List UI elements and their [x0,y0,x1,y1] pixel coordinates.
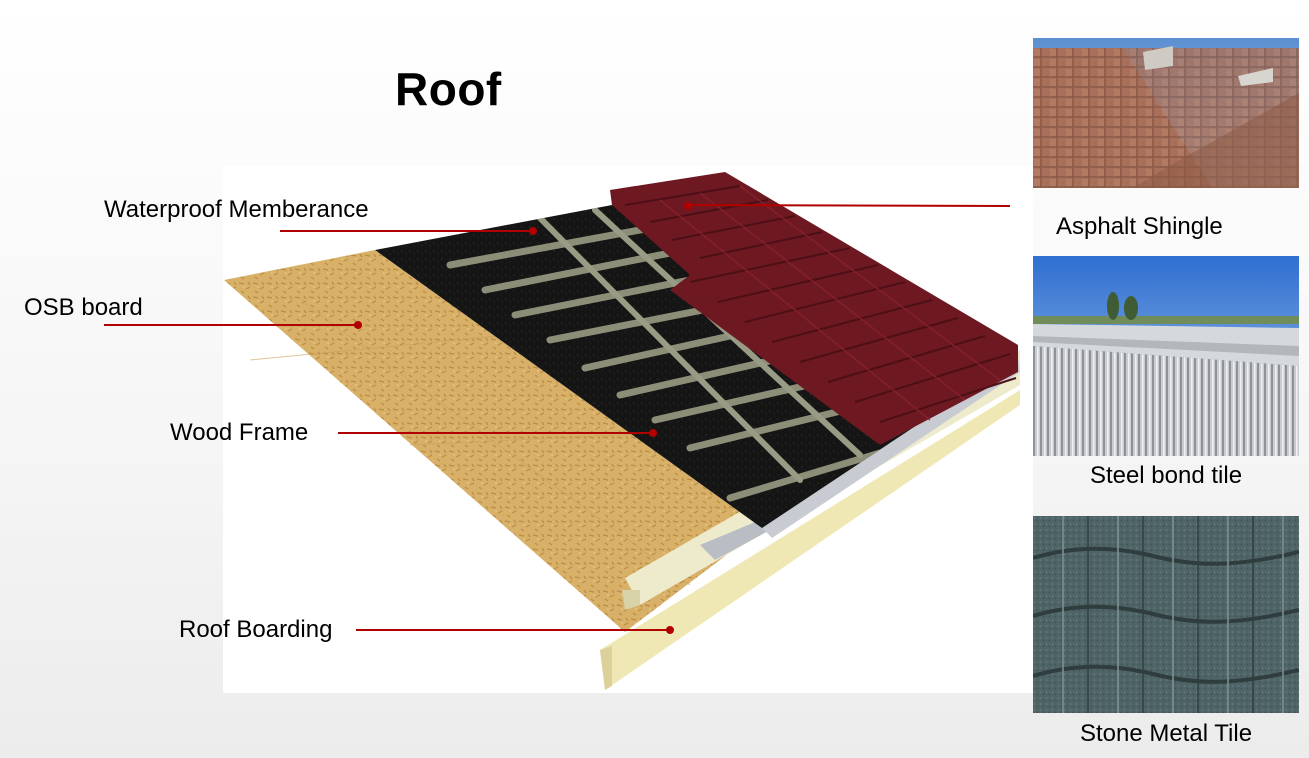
page-title: Roof [395,63,502,115]
asphalt-shingle-roof-photo [1033,38,1299,188]
caption-asphalt-shingle: Asphalt Shingle [1056,213,1223,240]
label-osb-board: OSB board [24,294,143,321]
waterproof-membrane-layer [375,205,1018,528]
label-wood-frame: Wood Frame [170,419,309,446]
wood-frame-leader-dot [649,429,657,437]
label-roof-boarding: Roof Boarding [179,616,333,643]
caption-steel-bond-tile: Steel bond tile [1089,462,1243,489]
stone-coated-metal-tile-photo [1033,516,1299,713]
caption-stone-metal-tile: Stone Metal Tile [1079,720,1253,747]
roof-tiles-layer [610,172,1018,445]
tile-leader-line [687,204,1011,207]
roof-boarding-board [600,390,1020,690]
waterproof-leader-dot [529,227,537,235]
label-waterproof-membrane: Waterproof Memberance [104,196,369,223]
corrugated-steel-roof-photo [1033,256,1299,456]
roof-boarding-leader-dot [666,626,674,634]
tile-leader-dot [684,202,692,210]
osb-leader-dot [354,321,362,329]
